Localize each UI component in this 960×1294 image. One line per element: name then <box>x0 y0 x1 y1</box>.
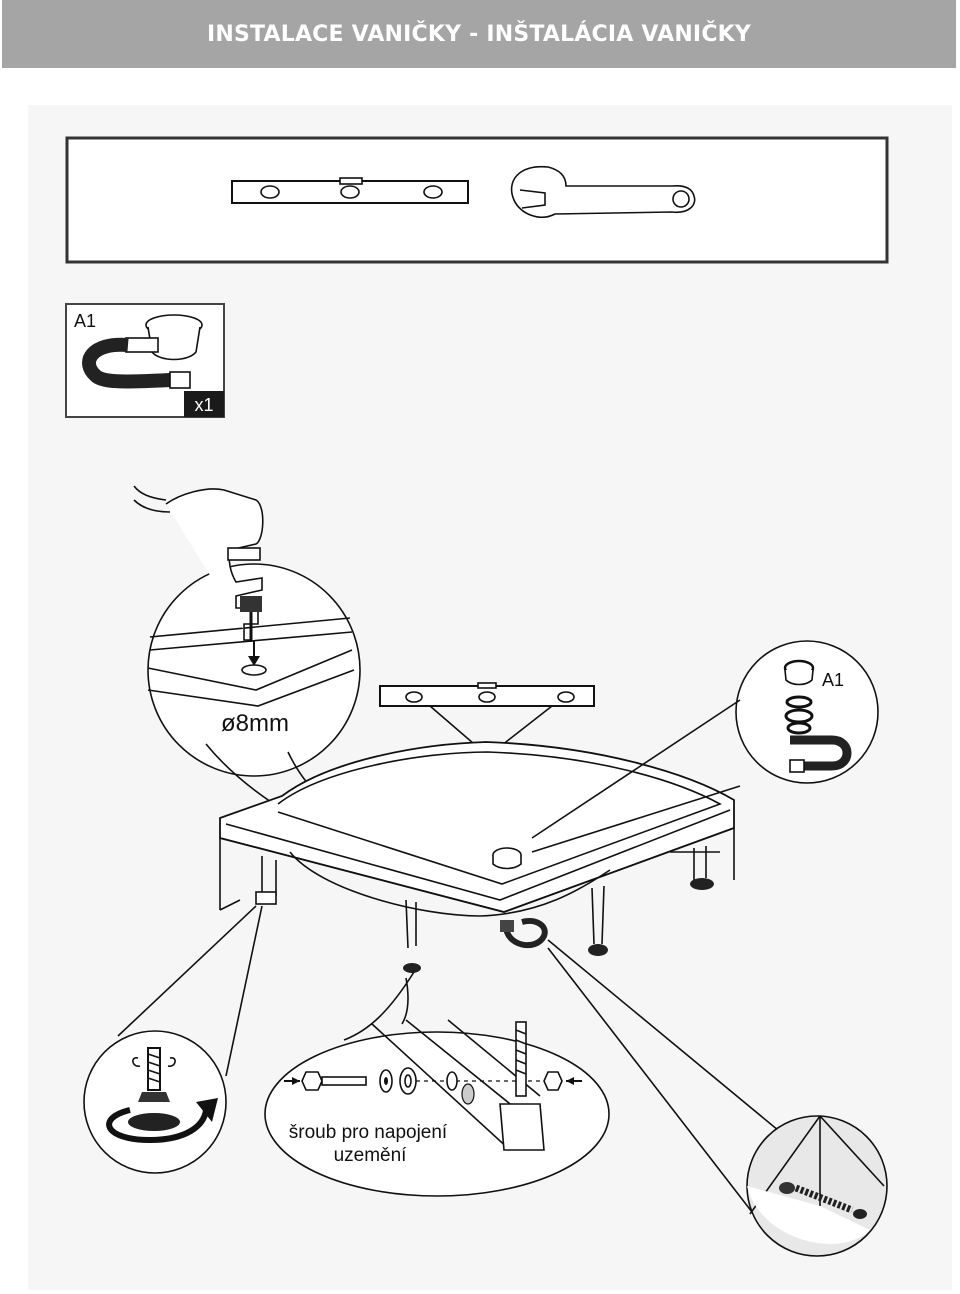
quantity-badge <box>184 391 224 417</box>
page-header: INSTALACE VANIČKY - INŠTALÁCIA VANIČKY <box>2 0 956 68</box>
drain-pipe-icon <box>779 1182 867 1219</box>
drill-detail: ø8mm <box>133 485 507 893</box>
siphon-detail: A1 <box>531 640 879 853</box>
grounding-detail: šroub pro napojení uzemění <box>264 971 610 1197</box>
part-id-label: A1 <box>74 311 96 331</box>
grounding-label-line1: šroub pro napojení <box>289 1122 448 1143</box>
quantity-label: x1 <box>194 395 213 415</box>
tray-legs <box>255 846 720 973</box>
drill-diameter-label: ø8mm <box>221 710 289 737</box>
grounding-screw-icon <box>284 1021 582 1151</box>
shower-tray <box>219 741 735 973</box>
siphon-parts-icon <box>783 659 852 773</box>
page-title: INSTALACE VANIČKY - INŠTALÁCIA VANIČKY <box>206 21 752 47</box>
wrench-icon <box>510 165 696 218</box>
part-box-a1: A1 x1 <box>65 303 225 418</box>
spirit-level-icon <box>231 177 469 204</box>
siphon-icon <box>82 314 203 389</box>
adjusting-foot-icon <box>128 1047 180 1131</box>
rotate-arrow-icon <box>106 1098 218 1144</box>
grounding-label-line2: uzemění <box>334 1145 408 1166</box>
drill-icon <box>133 485 264 642</box>
drain-connection-detail <box>547 939 888 1257</box>
tools-box <box>65 136 889 264</box>
foot-adjustment-detail <box>83 905 263 1174</box>
siphon-detail-label: A1 <box>822 670 844 690</box>
